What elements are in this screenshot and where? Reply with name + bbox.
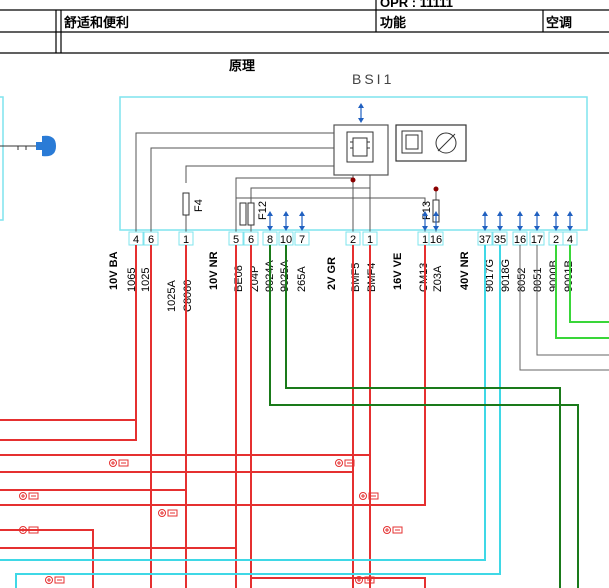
pin-number: 6 (148, 234, 154, 246)
opr-label: OPR : 11111 (380, 0, 454, 10)
wire-code: 9018G (500, 259, 512, 292)
fuse-f4 (182, 192, 190, 216)
pin-number: 16 (430, 234, 442, 246)
pin-number: 1 (422, 234, 428, 246)
header: OPR : 11111 舒适和便利 功能 空调 原理 (0, 0, 609, 73)
battery-icons (19, 459, 403, 584)
wire-code: BE08 (233, 265, 245, 292)
fuse-f13-label: F13 (421, 201, 433, 220)
connector-name: 10V BA (108, 251, 120, 290)
header-grid (0, 0, 609, 54)
pin-arrows (267, 211, 573, 231)
key-icon (0, 135, 56, 157)
wire-code: 8052 (516, 268, 528, 292)
fuse-f4-label: F4 (193, 199, 205, 212)
left-box (0, 96, 4, 221)
wire-code: BMF4 (366, 263, 378, 292)
pin-number: 17 (531, 234, 543, 246)
pin-number: 1 (183, 234, 189, 246)
pin-number: 7 (299, 234, 305, 246)
function-label: 功能 (380, 15, 407, 30)
diagram-subtitle: 原理 (229, 58, 256, 73)
pin-number: 1 (367, 234, 373, 246)
wire-code: 9017G (484, 259, 496, 292)
wire-code: 8051 (532, 268, 544, 292)
pin-number: 2 (553, 234, 559, 246)
connector-name: 16V VE (392, 253, 404, 290)
motor-module (395, 124, 467, 162)
fuse-f12-a (239, 202, 247, 226)
pin-number: 5 (233, 234, 239, 246)
unit-name: BSI1 (352, 71, 394, 87)
pin-number: 35 (494, 234, 506, 246)
connector-name: 40V NR (459, 251, 471, 290)
pin-number: 37 (479, 234, 491, 246)
fuse-f12-label: F12 (257, 201, 269, 220)
wire-code: 265A (296, 266, 308, 292)
wire-code: BMF5 (350, 263, 362, 292)
gray-wires (519, 245, 609, 371)
wire-code: Z03A (432, 265, 444, 292)
connector-name: 10V NR (208, 251, 220, 290)
wire-code: 1025 (140, 268, 152, 292)
section-title: 舒适和便利 (64, 15, 130, 30)
pin-number: 4 (567, 234, 573, 246)
external-wires (0, 245, 609, 588)
pin-number: 10 (280, 234, 292, 246)
fuse-f12-b (247, 202, 255, 226)
pin-box (428, 231, 444, 246)
function-value: 空调 (546, 15, 573, 30)
wire-code: 1025A (166, 280, 178, 312)
connector-name: 2V GR (326, 257, 338, 290)
module-arrow-icon (358, 103, 364, 123)
pin-number: 8 (267, 234, 273, 246)
pin-number: 16 (514, 234, 526, 246)
pin-number: 2 (350, 234, 356, 246)
wire-code: C8060 (182, 280, 194, 312)
pin-number: 6 (248, 234, 254, 246)
pin-number: 4 (133, 234, 139, 246)
wire-code: 9000B (548, 260, 560, 292)
relay-module (333, 124, 389, 176)
pin-box (294, 231, 310, 246)
